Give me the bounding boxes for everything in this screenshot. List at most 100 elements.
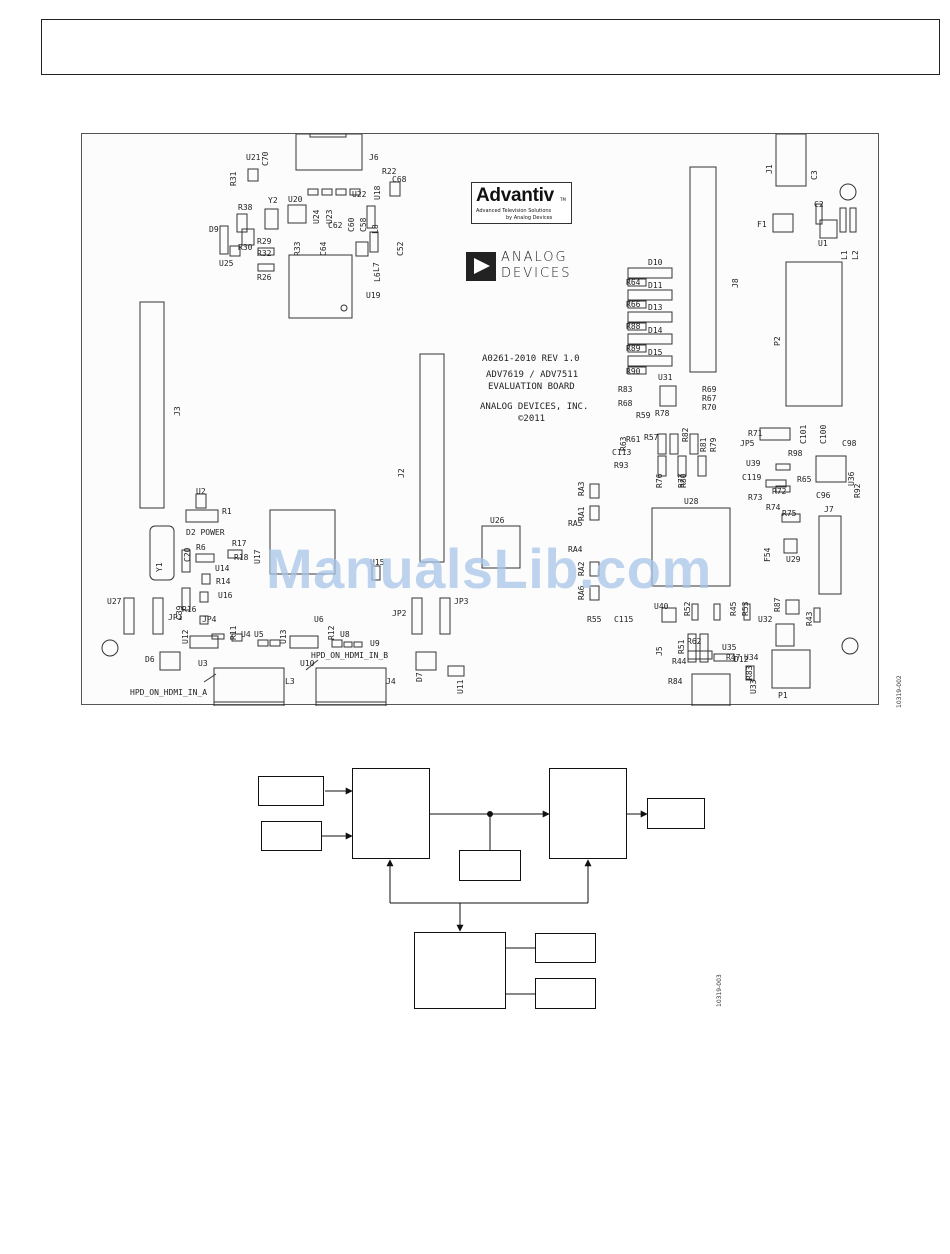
- board-description: EVALUATION BOARD: [488, 382, 575, 392]
- ref-label-r57: R57: [644, 433, 659, 442]
- ref-label-c58: C58: [359, 217, 368, 232]
- copyright-year: ©2011: [518, 414, 546, 424]
- ref-label-c101: C101: [799, 424, 808, 444]
- ref-label-u19: U19: [366, 291, 381, 300]
- ref-label-u2: U2: [196, 487, 206, 496]
- ref-label-y2: Y2: [268, 196, 278, 205]
- ref-label-r74: R74: [766, 503, 781, 512]
- ref-label-r53: R53: [741, 601, 750, 616]
- ref-label-u32: U32: [758, 615, 773, 624]
- hdmi-b-hpd-label: HPD_ON_HDMI_IN_B: [311, 651, 389, 660]
- ref-label-c119: C119: [742, 473, 762, 482]
- ref-label-r32: R32: [257, 249, 272, 258]
- ref-label-r98: R98: [788, 449, 803, 458]
- ref-label-r67: R67: [702, 394, 717, 403]
- ref-label-r92: R92: [853, 483, 862, 498]
- ref-label-d7: D7: [415, 672, 424, 682]
- ref-label-u18: U18: [373, 185, 382, 200]
- ref-label-u20: U20: [288, 195, 303, 204]
- ref-label-u26: U26: [490, 516, 505, 525]
- ref-label-u11: U11: [456, 679, 465, 694]
- block-peripheral-2: [535, 978, 596, 1009]
- ref-label-u4: U4: [241, 630, 251, 639]
- ref-label-r38: R38: [238, 203, 253, 212]
- ref-label-c70: C70: [261, 151, 270, 166]
- ref-label-u28: U28: [684, 497, 699, 506]
- pcb-figure-id: 10319-002: [896, 675, 903, 708]
- analog-devices-logo-line1: ANALOG: [501, 250, 568, 265]
- ref-label-ra4: RA4: [568, 545, 583, 554]
- ref-label-l3: L3: [285, 677, 295, 686]
- advantiv-logo-byline: by Analog Devices: [506, 215, 553, 221]
- ref-label-r55: R55: [587, 615, 602, 624]
- block-input-1: [258, 776, 324, 806]
- ref-label-r11: R11: [229, 625, 238, 640]
- ref-label-c68: C68: [392, 175, 407, 184]
- ref-label-r82: R82: [681, 427, 690, 442]
- ref-label-r78: R78: [655, 409, 670, 418]
- ref-label-u15: U15: [370, 558, 385, 567]
- ref-label-f54: F54: [763, 547, 772, 562]
- ref-label-r59: R59: [636, 411, 651, 420]
- ref-label-c115: C115: [614, 615, 634, 624]
- ref-label-r17: R17: [232, 539, 247, 548]
- hdmi-a-hpd-label: HPD_ON_HDMI_IN_A: [130, 688, 208, 697]
- ref-label-u10: U10: [300, 659, 315, 668]
- ref-label-r16: R16: [182, 605, 197, 614]
- ref-label-r69: R69: [702, 385, 717, 394]
- ref-label-u33: U33: [749, 679, 758, 694]
- page-header-box: [41, 19, 940, 75]
- ref-label-j2: J2: [397, 468, 406, 478]
- ref-label-ra3: RA3: [577, 481, 586, 496]
- ref-label-r31: R31: [229, 171, 238, 186]
- ref-label-j7: J7: [824, 505, 834, 514]
- ref-label-ra5: RA5: [568, 519, 583, 528]
- ref-label-u40: U40: [654, 602, 669, 611]
- ref-label-r68: R68: [618, 399, 633, 408]
- ref-label-r64: R64: [626, 278, 641, 287]
- ref-label-r75: R75: [782, 509, 797, 518]
- block-figure-id: 10319-003: [716, 974, 723, 1007]
- ref-label-c98: C98: [842, 439, 857, 448]
- ref-label-j3: J3: [173, 406, 182, 416]
- ref-label-r26: R26: [257, 273, 272, 282]
- ref-label-c20: C20: [183, 547, 192, 562]
- ref-label-r89: R89: [626, 344, 641, 353]
- ref-label-r12: R12: [327, 625, 336, 640]
- ref-label-r83: R83: [618, 385, 633, 394]
- ref-label-j1: J1: [765, 164, 774, 174]
- ref-label-c62: C62: [328, 221, 343, 230]
- ref-label-r87: R87: [773, 597, 782, 612]
- ref-label-r30: R30: [238, 243, 253, 252]
- analog-devices-logo-line2: DEVICES: [501, 266, 572, 281]
- ref-label-r45: R45: [729, 601, 738, 616]
- power-led-label: D2 POWER: [186, 528, 225, 537]
- ref-label-j4: J4: [386, 677, 396, 686]
- ref-label-u22: U22: [352, 190, 367, 199]
- block-input-2: [261, 821, 322, 851]
- ref-label-c100: C100: [819, 424, 828, 444]
- ref-label-d10: D10: [648, 258, 663, 267]
- ref-label-u6: U6: [314, 615, 324, 624]
- ref-label-r71: R71: [748, 429, 763, 438]
- ref-label-u14: U14: [215, 564, 230, 573]
- ref-label-u29: U29: [786, 555, 801, 564]
- pcb-layout-figure: Advantiv TM Advanced Television Solution…: [81, 133, 903, 708]
- ref-label-r47: R47: [726, 653, 741, 662]
- ref-label-r18: R18: [234, 553, 249, 562]
- ref-label-c113: C113: [612, 448, 632, 457]
- ref-label-l6: L6: [373, 272, 382, 282]
- ref-label-u31: U31: [658, 373, 673, 382]
- ref-label-c2: C2: [814, 200, 824, 209]
- ref-label-u1: U1: [818, 239, 828, 248]
- ref-label-d11: D11: [648, 281, 663, 290]
- advantiv-logo-subtitle: Advanced Television Solutions: [476, 208, 552, 214]
- ref-label-d14: D14: [648, 326, 663, 335]
- ref-label-u12: U12: [181, 629, 190, 644]
- ref-label-jp1: JP1: [168, 613, 183, 622]
- ref-label-u24: U24: [312, 209, 321, 224]
- ref-label-r83: R83: [745, 665, 754, 680]
- ref-label-u9: U9: [370, 639, 380, 648]
- ref-label-r72: R72: [772, 487, 787, 496]
- ref-label-l2: L2: [851, 250, 860, 260]
